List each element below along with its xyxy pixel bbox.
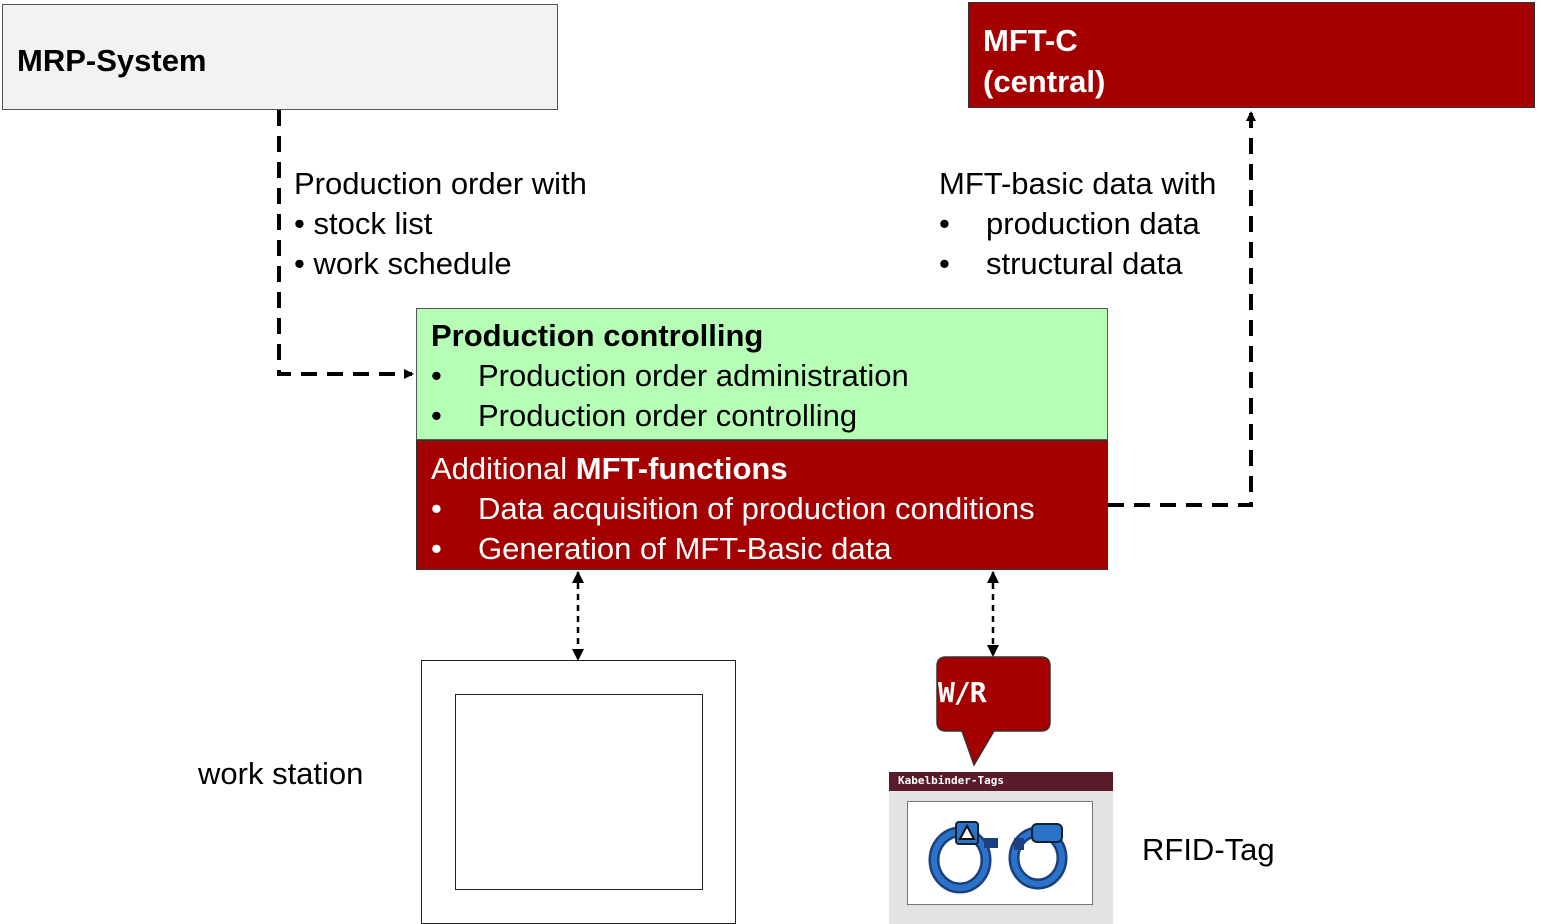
work-station-label: work station bbox=[198, 756, 364, 791]
list-item: • Generation of MFT-Basic data bbox=[431, 529, 1035, 569]
mft-basic-data-heading: MFT-basic data with bbox=[939, 166, 1217, 201]
production-controlling-box: Production controlling • Production order… bbox=[416, 308, 1108, 440]
bullet: • bbox=[294, 246, 305, 281]
bullet: • bbox=[431, 491, 442, 526]
annotation-item: • structural data bbox=[939, 244, 1216, 284]
rfid-tags-photo bbox=[907, 801, 1093, 905]
bullet: • bbox=[939, 206, 950, 241]
mft-c-title: MFT-C (central) bbox=[983, 20, 1105, 102]
rfid-tag-image: Kabelbinder-Tags bbox=[889, 772, 1113, 924]
rfid-tag-label: RFID-Tag bbox=[1142, 832, 1275, 867]
list-item-text: Generation of MFT-Basic data bbox=[478, 531, 892, 566]
annotation-item-text: structural data bbox=[986, 246, 1183, 281]
mft-functions-content: Additional MFT-functions • Data acquisiti… bbox=[431, 449, 1035, 569]
bullet: • bbox=[294, 206, 305, 241]
list-item-text: Production order controlling bbox=[478, 398, 858, 433]
annotation-item: • work schedule bbox=[294, 244, 587, 284]
annotation-item: • stock list bbox=[294, 204, 587, 244]
reader-bubble-icon bbox=[936, 656, 1051, 766]
mft-functions-title-bold: MFT-functions bbox=[575, 451, 788, 486]
annotation-item-text: stock list bbox=[313, 206, 433, 241]
mrp-system-title: MRP-System bbox=[17, 43, 207, 78]
bullet: • bbox=[431, 358, 442, 393]
rfid-card-header-text: Kabelbinder-Tags bbox=[898, 774, 1004, 787]
production-controlling-content: Production controlling • Production order… bbox=[431, 316, 909, 436]
production-order-heading: Production order with bbox=[294, 166, 587, 201]
mft-c-box: MFT-C (central) bbox=[968, 2, 1535, 108]
mft-functions-to-mftc-arrow bbox=[1108, 111, 1256, 507]
mft-c-title-line1: MFT-C bbox=[983, 23, 1078, 58]
list-item-text: Data acquisition of production condition… bbox=[478, 491, 1035, 526]
annotation-item: • production data bbox=[939, 204, 1216, 244]
bullet: • bbox=[431, 531, 442, 566]
production-controlling-title: Production controlling bbox=[431, 318, 764, 353]
mft-functions-box: Additional MFT-functions • Data acquisiti… bbox=[416, 440, 1108, 570]
annotation-item-text: work schedule bbox=[313, 246, 512, 281]
cable-tie-tags-icon bbox=[928, 821, 1068, 894]
list-item: • Production order administration bbox=[431, 356, 909, 396]
bullet: • bbox=[939, 246, 950, 281]
list-item: • Production order controlling bbox=[431, 396, 909, 436]
annotation-item-text: production data bbox=[986, 206, 1200, 241]
reader-label: W/R bbox=[938, 676, 987, 709]
work-station-screen bbox=[455, 694, 703, 890]
mft-c-title-line2: (central) bbox=[983, 64, 1106, 99]
work-station-monitor-icon bbox=[421, 660, 736, 924]
mft-functions-title: Additional MFT-functions bbox=[431, 449, 1035, 489]
mft-basic-data-annotation: MFT-basic data with • production data • st… bbox=[939, 164, 1216, 284]
mrp-system-box: MRP-System bbox=[2, 4, 558, 110]
rfid-card-header: Kabelbinder-Tags bbox=[889, 772, 1113, 791]
production-order-annotation: Production order with • stock list • wor… bbox=[294, 164, 587, 284]
mrp-to-production-arrow bbox=[277, 110, 414, 379]
bullet: • bbox=[431, 398, 442, 433]
mft-functions-title-prefix: Additional bbox=[431, 451, 576, 486]
list-item-text: Production order administration bbox=[478, 358, 909, 393]
list-item: • Data acquisition of production conditio… bbox=[431, 489, 1035, 529]
